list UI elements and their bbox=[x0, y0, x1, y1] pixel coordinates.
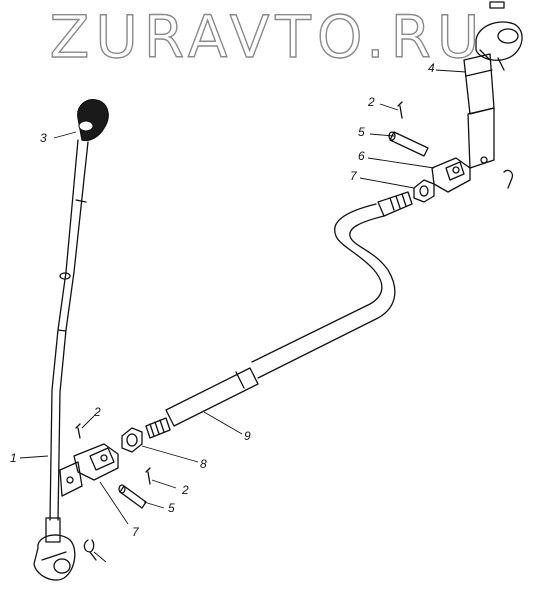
callout-3: 3 bbox=[40, 131, 47, 145]
callout-2-left: 2 bbox=[94, 405, 101, 419]
nut-upper-part bbox=[413, 179, 435, 203]
callout-5-lower: 5 bbox=[168, 501, 175, 515]
callout-5-upper: 5 bbox=[358, 125, 365, 139]
watermark-text: ZURAVTO.RU bbox=[49, 2, 486, 71]
callout-6-lower: 7 bbox=[132, 525, 139, 539]
callout-2-upper: 2 bbox=[368, 95, 375, 109]
callout-7-lower: 8 bbox=[200, 457, 207, 471]
bracket-part bbox=[463, 1, 523, 169]
spring-clip-part bbox=[503, 169, 514, 189]
pin-c-part bbox=[397, 101, 403, 119]
fork-upper-part bbox=[431, 157, 471, 193]
pin-b-part bbox=[145, 467, 151, 485]
fork-lower-part bbox=[73, 443, 119, 481]
callout-6-upper: 6 bbox=[358, 149, 365, 163]
callout-8: 9 bbox=[244, 429, 251, 443]
rod-part bbox=[145, 191, 413, 439]
callout-4: 4 bbox=[428, 61, 435, 75]
leader-lines bbox=[19, 69, 467, 563]
pin-lower-part bbox=[118, 484, 147, 509]
pin-a-part bbox=[75, 423, 81, 439]
callout-7-upper: 7 bbox=[350, 169, 357, 183]
callout-2-lower: 2 bbox=[182, 483, 189, 497]
pin-upper-part bbox=[388, 131, 429, 157]
cotter-part bbox=[83, 539, 97, 561]
nut-lower-part bbox=[121, 427, 143, 453]
lever-part bbox=[33, 139, 89, 581]
knob-part bbox=[77, 99, 109, 142]
callout-1: 1 bbox=[10, 451, 17, 465]
